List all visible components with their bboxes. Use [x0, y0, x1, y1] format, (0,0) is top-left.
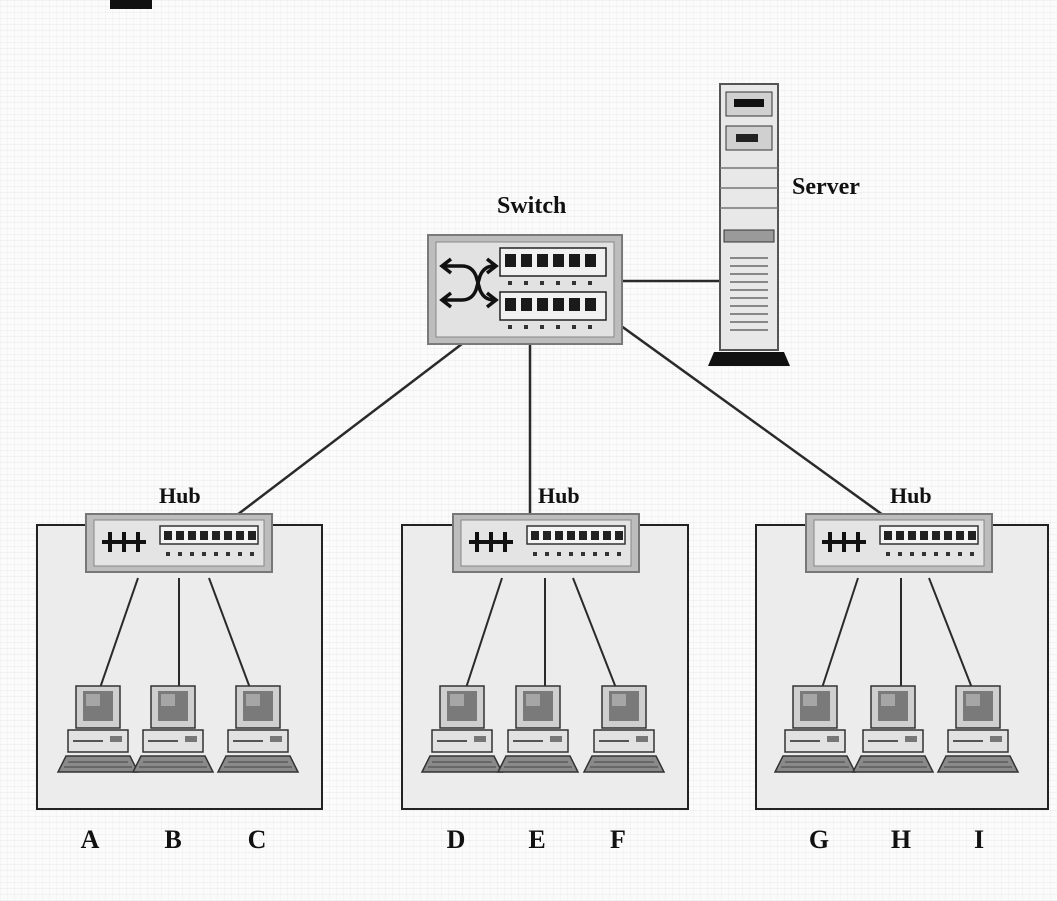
hub-device-1	[84, 512, 274, 574]
computer-label-b: B	[164, 825, 181, 854]
computer-label-c: C	[248, 825, 267, 854]
server-device	[708, 83, 790, 366]
server-label: Server	[792, 174, 860, 200]
computer-label-d: D	[447, 825, 466, 854]
computer-label-i: I	[974, 825, 984, 854]
link-hub3-g	[821, 577, 859, 689]
hub-label-3: Hub	[890, 483, 932, 508]
link-hub3-i	[928, 577, 973, 689]
link-hub1-c	[208, 577, 251, 689]
switch-arrows-icon	[439, 257, 499, 309]
link-switch-hub-1	[236, 314, 501, 516]
switch-device	[427, 234, 623, 345]
switch-label: Switch	[497, 193, 566, 219]
hub-device-3	[804, 512, 994, 574]
corner-mark	[110, 0, 152, 9]
computer-label-e: E	[528, 825, 545, 854]
computer-label-g: G	[809, 825, 829, 854]
computer-label-a: A	[81, 825, 100, 854]
computer-label-h: H	[891, 825, 911, 854]
hub-device-2	[451, 512, 641, 574]
link-hub1-a	[99, 577, 139, 689]
link-hub2-d	[465, 577, 503, 689]
hub-label-2: Hub	[538, 483, 580, 508]
link-switch-hub-3	[605, 313, 884, 517]
computer-label-f: F	[610, 825, 626, 854]
link-hub2-f	[572, 577, 617, 689]
hub-label-1: Hub	[159, 483, 201, 508]
